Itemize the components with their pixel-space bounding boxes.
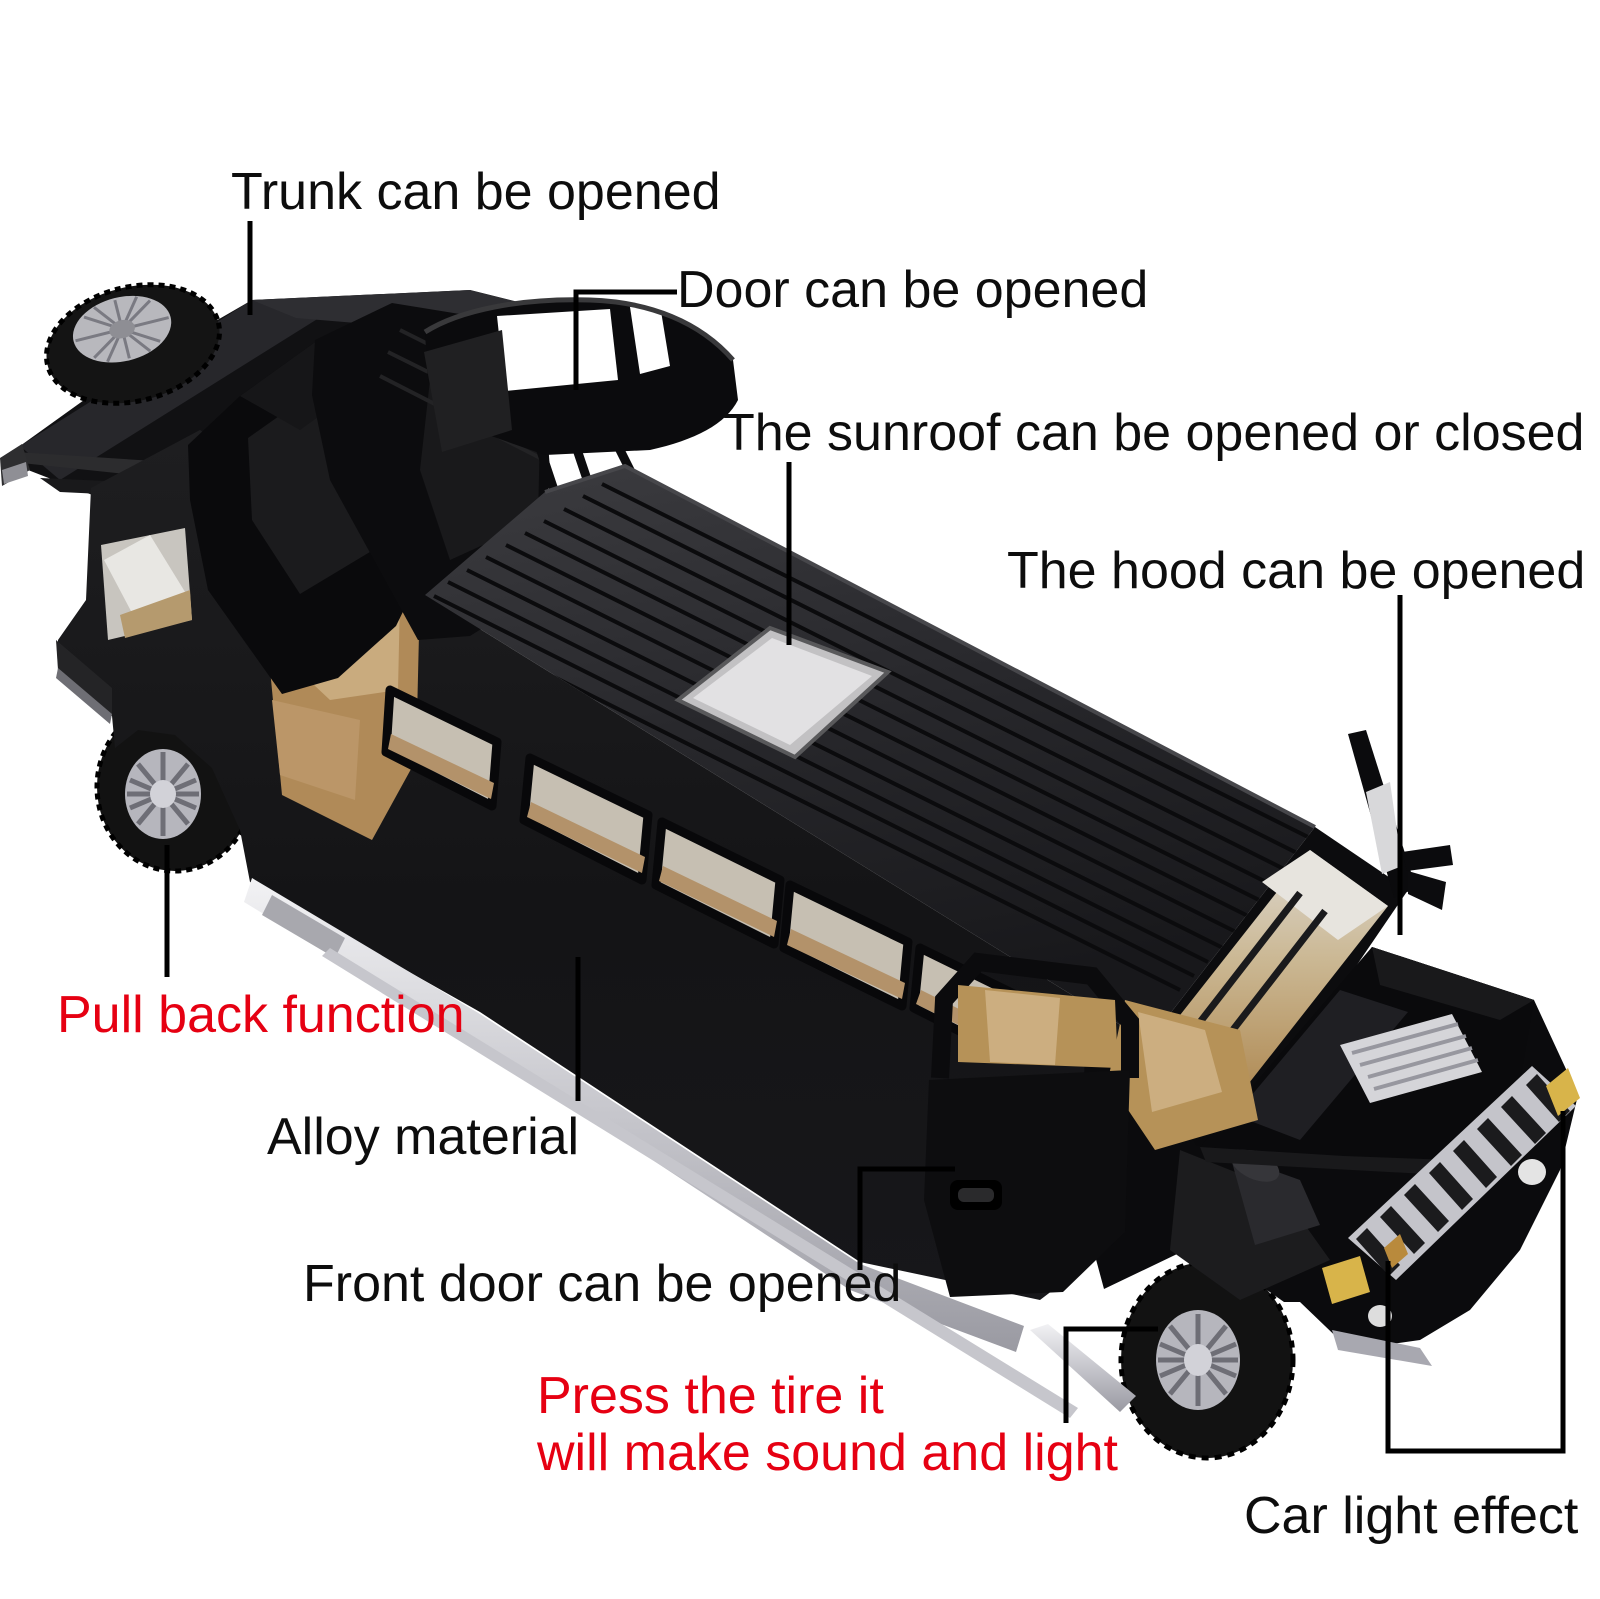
svg-text:Car light effect: Car light effect — [1244, 1487, 1579, 1545]
svg-text:The sunroof can be opened or c: The sunroof can be opened or closed — [723, 404, 1584, 462]
svg-text:Front door can be opened: Front door can be opened — [303, 1255, 901, 1313]
svg-text:Door can be opened: Door can be opened — [677, 261, 1148, 319]
svg-text:Pull back function: Pull back function — [57, 986, 465, 1044]
svg-text:Press the tire it: Press the tire it — [537, 1367, 884, 1425]
svg-text:The hood can be opened: The hood can be opened — [1007, 542, 1585, 600]
svg-text:Alloy material: Alloy material — [267, 1108, 579, 1166]
svg-text:will make sound and light: will make sound and light — [536, 1424, 1119, 1482]
svg-text:Trunk can be opened: Trunk can be opened — [231, 163, 721, 221]
